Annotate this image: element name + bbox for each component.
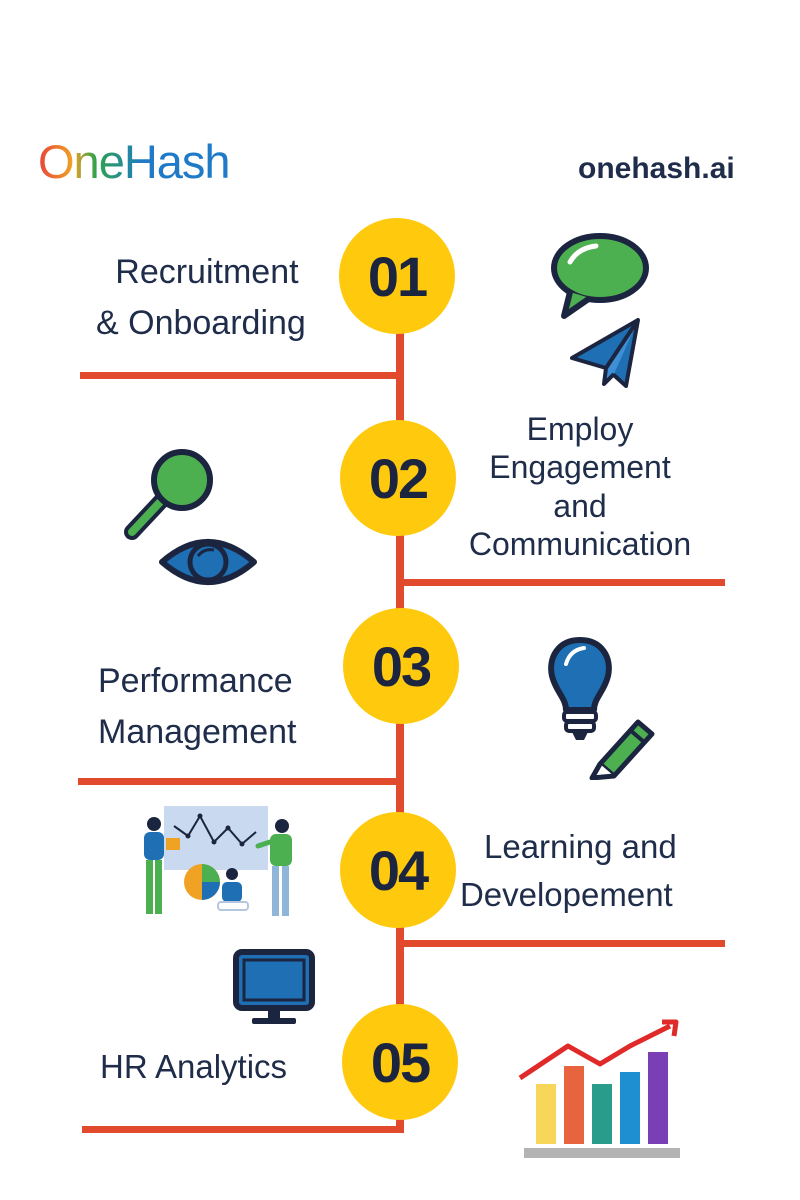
paper-plane-icon xyxy=(570,318,640,388)
website-url: onehash.ai xyxy=(578,152,735,185)
step-number-04: 04 xyxy=(340,812,456,928)
step-label-01: Recruitment & Onboarding xyxy=(96,253,306,342)
eye-icon xyxy=(159,539,257,585)
connector-03 xyxy=(78,778,400,785)
step-label-03: Performance Management xyxy=(98,662,297,751)
magnifier-icon xyxy=(124,449,213,540)
bar-chart-icon xyxy=(518,1019,680,1158)
connector-01 xyxy=(80,372,400,379)
step-number-02: 02 xyxy=(340,420,456,536)
step-label-04: Learning and Developement xyxy=(459,828,677,913)
step-label-02: Employ Engagement and Communication xyxy=(468,411,692,563)
lightbulb-icon xyxy=(548,637,612,740)
step-number-05: 05 xyxy=(342,1004,458,1120)
monitor-icon xyxy=(233,949,315,1024)
connector-02 xyxy=(400,579,725,586)
connector-04 xyxy=(400,940,725,947)
onehash-logo: OneHash xyxy=(38,135,231,188)
step-label-05: HR Analytics xyxy=(100,1048,288,1085)
connector-05 xyxy=(82,1126,404,1133)
step-number-01: 01 xyxy=(339,218,455,334)
team-analytics-illustration xyxy=(144,806,292,916)
speech-bubble-icon xyxy=(551,233,649,319)
logo-text: OneHash xyxy=(38,135,231,188)
step-number-03: 03 xyxy=(343,608,459,724)
pencil-icon xyxy=(589,719,655,780)
